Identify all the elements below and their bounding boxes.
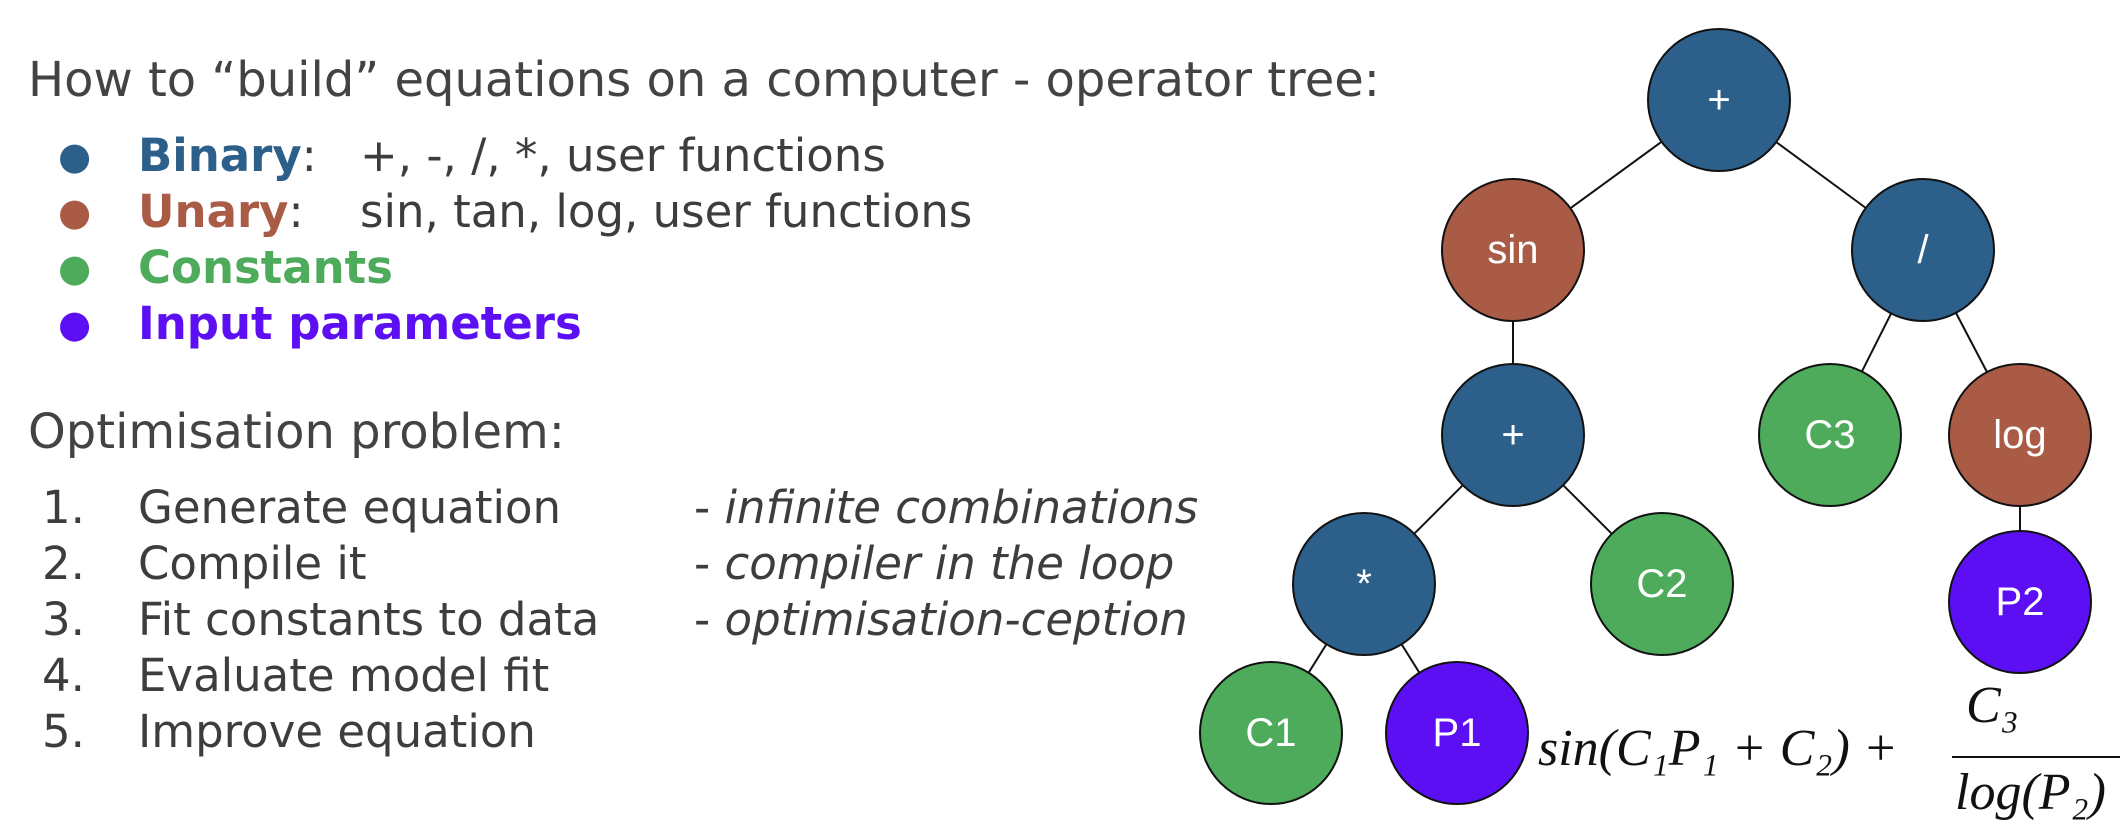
tree-edges [1306, 139, 2021, 675]
step-note: - infinite combinations [694, 481, 1199, 534]
step-number: 2. [42, 537, 85, 590]
step-label: Generate equation [138, 481, 562, 534]
node-label: + [1707, 78, 1730, 122]
tree-edge-div-c3 [1860, 311, 1893, 374]
node-label: P2 [1996, 580, 2045, 624]
node-circle [1441, 363, 1585, 507]
bullet-icon: ● [58, 246, 92, 290]
node-circle [1948, 363, 2092, 507]
tree-node-c2: C2 [1590, 512, 1734, 656]
category-desc: sin, tan, log, user functions [360, 185, 973, 238]
tree-edge-plus2-mul [1412, 483, 1465, 536]
node-label: sin [1487, 228, 1538, 272]
node-label: log [1993, 413, 2046, 457]
step-number: 1. [42, 481, 85, 534]
step-note-text: infinite combinations [724, 481, 1199, 534]
category-term-text: Constants [138, 241, 393, 294]
step-label: Fit constants to data [138, 593, 600, 646]
tree-node-sin: sin [1441, 178, 1585, 322]
step-note-text: compiler in the loop [724, 537, 1175, 590]
tree-node-p1: P1 [1385, 661, 1529, 805]
node-label: P1 [1433, 711, 1482, 755]
optimisation-heading: Optimisation problem: [28, 404, 565, 460]
category-term: Input parameters [138, 296, 582, 352]
step-number: 3. [42, 593, 85, 646]
category-colon: : [301, 129, 317, 182]
tree-node-root: + [1647, 28, 1791, 172]
node-circle [1758, 363, 1902, 507]
node-circle [1948, 530, 2092, 674]
tree-node-p2: P2 [1948, 530, 2092, 674]
step-note: - compiler in the loop [694, 537, 1175, 590]
node-circle [1441, 178, 1585, 322]
node-circle [1199, 661, 1343, 805]
step-label: Improve equation [138, 705, 536, 758]
tree-node-div: / [1851, 178, 1995, 322]
node-circle [1590, 512, 1734, 656]
formula-main: sin(C₁P₁ + C₂) + [1538, 720, 1898, 777]
step-note-text: optimisation-ception [724, 593, 1188, 646]
node-label: + [1501, 413, 1524, 457]
node-circle [1851, 178, 1995, 322]
bullet-icon: ● [58, 190, 92, 234]
node-label: * [1356, 562, 1372, 606]
step-number: 4. [42, 649, 85, 702]
category-colon: : [288, 185, 304, 238]
node-circle [1647, 28, 1791, 172]
node-circle [1292, 512, 1436, 656]
tree-edge-mul-p1 [1399, 642, 1422, 675]
bullet-icon: ● [58, 134, 92, 178]
step-label: Evaluate model fit [138, 649, 550, 702]
tree-edge-div-log [1954, 310, 1989, 375]
category-term-text: Input parameters [138, 297, 582, 350]
tree-edge-mul-c1 [1306, 642, 1329, 675]
formula-numerator: C₃ [1966, 677, 2019, 734]
category-term-text: Binary [138, 129, 302, 182]
step-label: Compile it [138, 537, 367, 590]
category-desc: +, -, /, *, user functions [360, 129, 886, 182]
tree-node-mul: * [1292, 512, 1436, 656]
tree-edge-root-sin [1568, 139, 1664, 211]
category-term-text: Unary [138, 185, 289, 238]
node-label: C3 [1804, 413, 1855, 457]
tree-node-c3: C3 [1758, 363, 1902, 507]
tree-edge-root-div [1773, 140, 1869, 210]
category-term: Binary: [138, 128, 317, 184]
category-term: Constants [138, 240, 393, 296]
step-number: 5. [42, 705, 85, 758]
tree-edge-plus2-c2 [1561, 483, 1614, 536]
category-term: Unary: [138, 184, 304, 240]
bullet-icon: ● [58, 302, 92, 346]
fraction-bar [1952, 756, 2120, 758]
node-circle [1385, 661, 1529, 805]
formula-denominator: log(P₂) [1955, 764, 2106, 821]
node-label: / [1917, 228, 1929, 272]
tree-heading: How to “build” equations on a computer -… [28, 52, 1380, 108]
tree-node-log: log [1948, 363, 2092, 507]
tree-node-plus2: + [1441, 363, 1585, 507]
step-note: - optimisation-ception [694, 593, 1188, 646]
node-label: C2 [1636, 562, 1687, 606]
tree-node-c1: C1 [1199, 661, 1343, 805]
node-label: C1 [1245, 711, 1296, 755]
